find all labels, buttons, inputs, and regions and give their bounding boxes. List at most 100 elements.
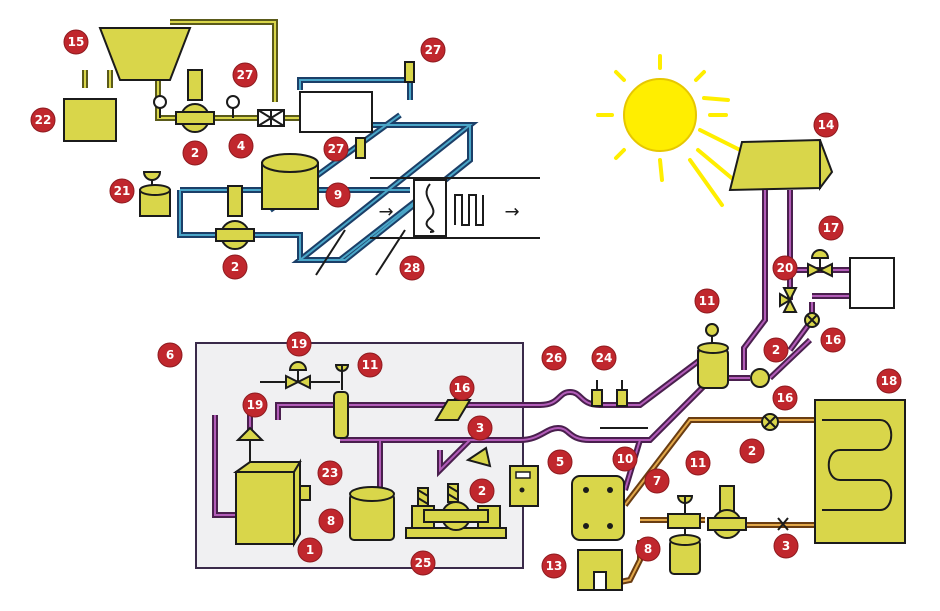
- svg-text:27: 27: [328, 142, 345, 156]
- label-badge: 27: [323, 136, 349, 162]
- label-badge: 17: [818, 215, 844, 241]
- sun-icon: [596, 54, 752, 207]
- circulator-icon: [750, 368, 770, 388]
- label-badge: 15: [63, 29, 89, 55]
- svg-text:20: 20: [777, 261, 794, 275]
- plate-heat-exchanger: [571, 475, 625, 541]
- svg-text:3: 3: [476, 421, 484, 435]
- motor-valve-icon: [285, 361, 311, 390]
- label-badge: 1: [297, 537, 323, 563]
- svg-text:17: 17: [823, 221, 840, 235]
- thermostat-icon: [355, 137, 366, 159]
- label-badge: 23: [317, 460, 343, 486]
- tank-22: [63, 98, 117, 142]
- label-badge: 2: [739, 438, 765, 464]
- pump-icon: [215, 185, 255, 250]
- label-badge: 10: [612, 446, 638, 472]
- air-separator: [333, 364, 350, 439]
- separator-8: [667, 495, 701, 575]
- label-badge: 2: [182, 140, 208, 166]
- label-badge: 11: [694, 288, 720, 314]
- tank-8: [349, 486, 395, 541]
- label-badge: 14: [813, 112, 839, 138]
- svg-text:2: 2: [748, 444, 756, 458]
- label-badge: 19: [286, 331, 312, 357]
- control-valve-icon: [807, 249, 833, 278]
- svg-text:7: 7: [653, 474, 661, 488]
- svg-text:11: 11: [699, 294, 716, 308]
- sensor-icon: [591, 380, 603, 407]
- svg-text:2: 2: [231, 260, 239, 274]
- filter-icon: [257, 109, 285, 127]
- label-badge: 13: [541, 553, 567, 579]
- condenser-pipes: [82, 19, 300, 121]
- label-badge: 27: [420, 37, 446, 63]
- svg-text:11: 11: [690, 456, 707, 470]
- svg-text:3: 3: [782, 539, 790, 553]
- label-badge: 26: [541, 345, 567, 371]
- svg-text:9: 9: [334, 188, 342, 202]
- svg-text:2: 2: [772, 343, 780, 357]
- solar-collector: [728, 138, 834, 192]
- svg-text:27: 27: [425, 43, 442, 57]
- svg-text:2: 2: [478, 484, 486, 498]
- air-handling-unit: [315, 177, 540, 276]
- label-badge: 2: [469, 478, 495, 504]
- three-way-valve-icon: [779, 287, 798, 313]
- airflow-out-arrow: →: [504, 202, 519, 223]
- label-badge: 21: [109, 178, 135, 204]
- label-badge: 16: [820, 327, 846, 353]
- label-badge: 4: [228, 133, 254, 159]
- svg-text:8: 8: [327, 514, 335, 528]
- expansion-tank-11: [697, 323, 729, 389]
- label-badge: 24: [591, 345, 617, 371]
- label-badge: 2: [763, 337, 789, 363]
- balancing-valve-icon: [761, 413, 779, 431]
- label-badge: 8: [318, 508, 344, 534]
- svg-text:8: 8: [644, 542, 652, 556]
- svg-text:22: 22: [35, 113, 52, 127]
- label-badge: 28: [399, 255, 425, 281]
- check-valve-icon: [777, 517, 789, 531]
- pressure-gauge-icon: [153, 95, 167, 118]
- svg-text:16: 16: [825, 333, 842, 347]
- label-badge: 16: [772, 385, 798, 411]
- cooling-tower: [98, 27, 192, 81]
- label-badge: 3: [467, 415, 493, 441]
- label-badge: 11: [685, 450, 711, 476]
- svg-text:24: 24: [596, 351, 613, 365]
- thermostat-icon: [404, 61, 415, 83]
- label-badge: 8: [635, 536, 661, 562]
- svg-text:5: 5: [556, 455, 564, 469]
- pump-icon: [707, 485, 747, 539]
- label-badge: 18: [876, 368, 902, 394]
- label-badge: 2: [222, 254, 248, 280]
- svg-text:15: 15: [68, 35, 85, 49]
- svg-text:16: 16: [777, 391, 794, 405]
- label-badge: 25: [410, 550, 436, 576]
- svg-text:10: 10: [617, 452, 634, 466]
- svg-text:16: 16: [454, 381, 471, 395]
- balancing-valve-icon: [804, 312, 820, 328]
- svg-text:13: 13: [546, 559, 563, 573]
- label-badge: 9: [325, 182, 351, 208]
- safety-valve-icon: [465, 446, 492, 468]
- label-badge: 19: [242, 392, 268, 418]
- pump-group: [405, 483, 507, 539]
- boiler: [232, 426, 311, 548]
- storage-tank-9: [261, 153, 319, 210]
- chiller: [299, 91, 373, 133]
- controller-panel: [509, 465, 539, 507]
- sensor-icon: [616, 380, 628, 407]
- storage-tank-18: [814, 399, 906, 544]
- pressure-gauge-icon: [226, 95, 240, 118]
- svg-text:11: 11: [362, 358, 379, 372]
- label-badge: 7: [644, 468, 670, 494]
- svg-text:19: 19: [291, 337, 308, 351]
- label-badge: 11: [357, 352, 383, 378]
- label-badge: 3: [773, 533, 799, 559]
- svg-text:26: 26: [546, 351, 563, 365]
- svg-text:27: 27: [237, 68, 254, 82]
- airflow-in-arrow: →: [378, 202, 393, 223]
